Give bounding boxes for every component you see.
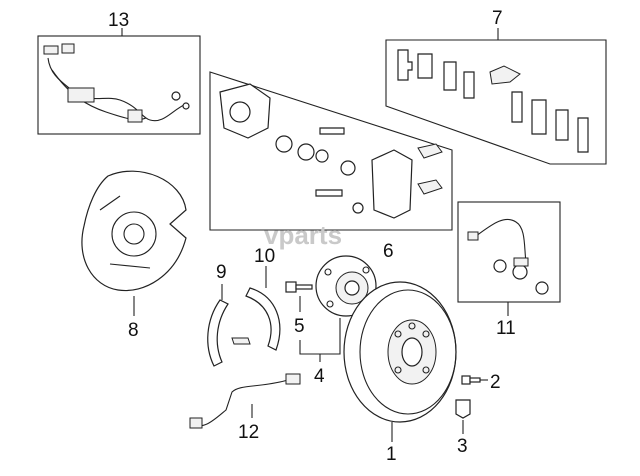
part-8-splash-shield[interactable] [81,170,187,292]
part-1-brake-rotor[interactable] [343,281,457,423]
callout-6: 6 [383,241,394,262]
watermark: vparts [264,220,342,250]
callout-9: 9 [216,262,227,283]
part-9-brake-shoe[interactable] [207,299,229,367]
part-2-screw[interactable] [461,375,481,385]
part-12-sensor-wire[interactable] [189,373,301,429]
part-7-pad-set-group[interactable] [385,39,607,165]
part-10-brake-shoe[interactable] [231,287,281,351]
callout-7: 7 [492,8,503,29]
callout-8: 8 [128,320,139,341]
callout-13: 13 [108,10,129,31]
callout-10: 10 [254,246,275,267]
callout-12: 12 [238,422,259,443]
part-13-harness-group[interactable] [37,35,201,135]
callout-1: 1 [386,444,397,465]
callout-4: 4 [314,366,325,387]
callout-11: 11 [496,318,516,339]
callout-5: 5 [294,316,305,337]
part-6-caliper-group[interactable] [209,71,453,231]
callout-2: 2 [490,372,501,393]
part-3-cap[interactable] [455,399,471,419]
part-11-brake-hose-group[interactable] [457,201,561,303]
callout-3: 3 [457,436,468,457]
part-5-hub-bolt[interactable] [285,281,313,293]
